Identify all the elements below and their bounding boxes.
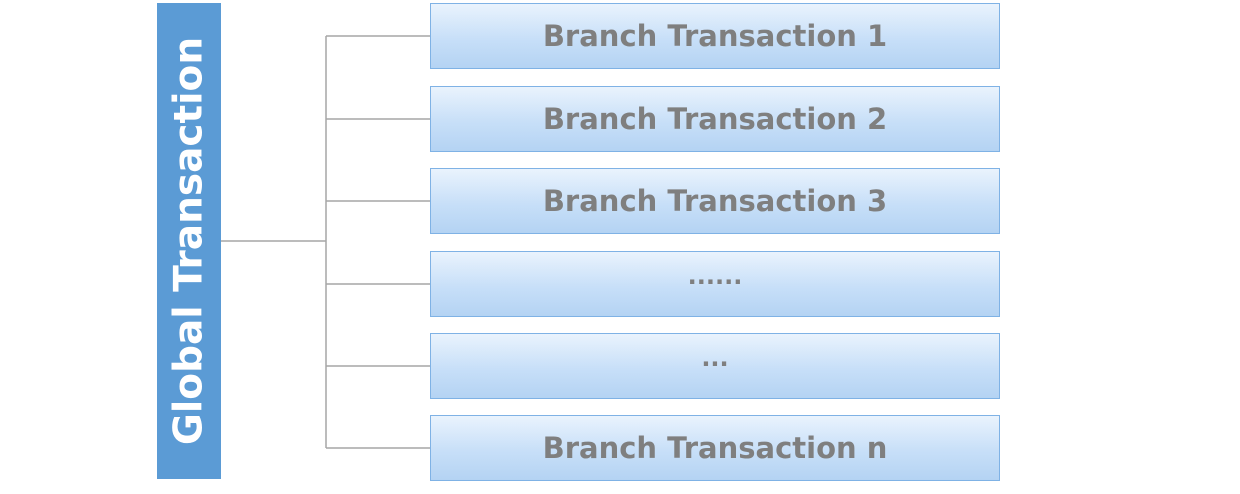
- branch-transaction-label: Branch Transaction n: [542, 431, 888, 465]
- branch-transaction-label: Branch Transaction 1: [542, 19, 888, 53]
- ellipsis-label: ......: [687, 262, 743, 290]
- branch-transaction-box: Branch Transaction n: [430, 415, 1000, 481]
- branch-transaction-label: Branch Transaction 2: [542, 102, 888, 136]
- branch-transaction-box: Branch Transaction 3: [430, 168, 1000, 234]
- branch-transaction-label: Branch Transaction 3: [542, 184, 888, 218]
- global-transaction-box: Global Transaction: [157, 3, 221, 479]
- branch-transaction-box: Branch Transaction 1: [430, 3, 1000, 69]
- ellipsis-label: ...: [701, 344, 729, 372]
- branch-transaction-box: Branch Transaction 2: [430, 86, 1000, 152]
- ellipsis-box: ...: [430, 333, 1000, 399]
- ellipsis-box: ......: [430, 251, 1000, 317]
